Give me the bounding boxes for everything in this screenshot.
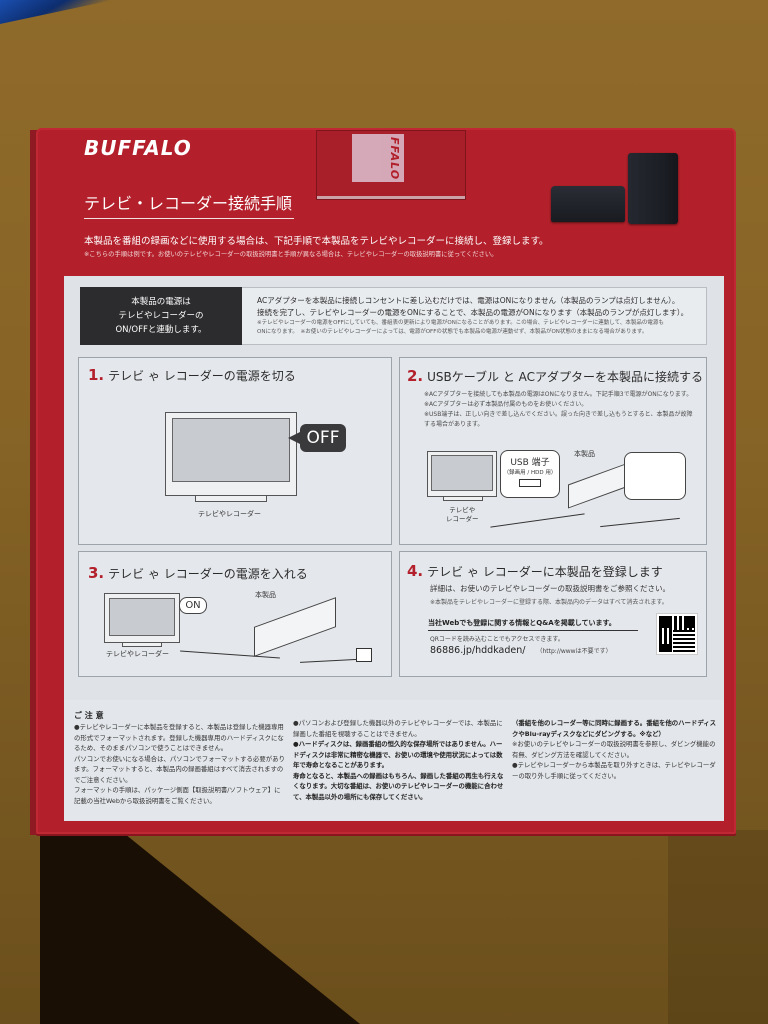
- step-title-text: テレビ ゃ レコーダーに本製品を登録します: [427, 565, 663, 579]
- usb-port-icon: [519, 479, 541, 487]
- power-info-text: ACアダプターを本製品に接続しコンセントに差し込むだけでは、電源はONになりませ…: [257, 295, 705, 337]
- caution-item: ※お使いのテレビやレコーダーの取扱説明書を参照し、ダビング機能の有無、ダビング方…: [512, 740, 716, 759]
- caution-column-2: ●パソコンおよび登録した機器以外のテレビやレコーダーでは、本製品に録画した番組を…: [293, 718, 505, 802]
- caution-heading: ご 注 意: [74, 711, 104, 720]
- step-number: 2.: [407, 367, 424, 385]
- step-note: ※ACアダプターは必ず本製品付属のものをお使いください。: [424, 401, 588, 408]
- step-2-title: 2.USBケーブル と ACアダプターを本製品に接続する: [407, 367, 703, 385]
- off-bubble: OFF: [300, 424, 346, 452]
- tv-caption-line: レコーダー: [446, 515, 479, 523]
- power-plug-icon: [356, 648, 372, 662]
- caution-item: フォーマットの手順は、パッケージ側面【取扱説明書/ソフトウェア】に記載の当社We…: [74, 786, 281, 805]
- web-info-heading: 当社Webでも登録に関する情報とQ&Aを掲載しています。: [428, 618, 638, 631]
- tv-stand: [443, 497, 483, 501]
- tv-stand: [122, 643, 162, 647]
- qr-note: QRコードを読み込むことでもアクセスできます。: [430, 636, 564, 643]
- product-label: 本製品: [574, 450, 595, 458]
- caution-item: ●テレビやレコーダーに本製品を登録すると、本製品は登録した機器専用の形式でフォー…: [74, 723, 284, 752]
- on-bubble: ON: [179, 597, 207, 614]
- connector-callout: [624, 452, 686, 500]
- bubble-pointer: [288, 432, 300, 444]
- caution-section: [64, 700, 724, 820]
- caution-item: パソコンでお使いになる場合は、パソコンでフォーマットする必要があります。フォーマ…: [74, 754, 285, 784]
- tv-caption: テレビやレコーダー: [198, 510, 261, 518]
- flap-tape: FFALO: [352, 134, 404, 182]
- qr-code-icon[interactable]: [656, 613, 698, 655]
- power-info-note: ONになります。 ※お使いのテレビやレコーダーによっては、電源がOFFの状態でも…: [257, 329, 648, 335]
- lead-note: ※こちらの手順は例です。お使いのテレビやレコーダーの取扱説明書と手順が異なる場合…: [84, 251, 498, 258]
- lead-text: 本製品を番組の録画などに使用する場合は、下記手順で本製品をテレビやレコーダーに接…: [84, 236, 549, 247]
- tv-screen: [431, 455, 493, 491]
- tv-stand: [195, 496, 267, 502]
- tv-caption: テレビやレコーダー: [106, 650, 169, 658]
- product-label: 本製品: [255, 591, 276, 599]
- background-shadow-right: [668, 830, 768, 1024]
- caution-item: （番組を他のレコーダー等に同時に録画する。番組を他のハードディスクやBlu-ra…: [512, 719, 717, 738]
- caution-column-1: ●テレビやレコーダーに本製品を登録すると、本製品は登録した機器専用の形式でフォー…: [74, 722, 286, 806]
- step-number: 3.: [88, 564, 105, 582]
- product-image-horizontal: [551, 186, 625, 222]
- step-4-note: ※本製品をテレビやレコーダーに登録する際、本製品内のデータはすべて消去されます。: [430, 599, 668, 606]
- step-3-title: 3.テレビ ゃ レコーダーの電源を入れる: [88, 564, 308, 582]
- power-info-line: 接続を完了し、テレビやレコーダーの電源をONにすることで、本製品の電源がONにな…: [257, 308, 689, 317]
- step-4-title: 4.テレビ ゃ レコーダーに本製品を登録します: [407, 562, 663, 580]
- support-url[interactable]: 86886.jp/hddkaden/: [430, 645, 526, 656]
- step-number: 1.: [88, 366, 105, 384]
- box-side-edge: [30, 130, 38, 835]
- tv-screen: [109, 598, 175, 636]
- usb-sublabel: （録画用 / HDD 用）: [503, 470, 557, 476]
- step-note: ※ACアダプターを接続しても本製品の電源はONになりません。下記手順3で電源がO…: [424, 391, 693, 398]
- page-title: テレビ・レコーダー接続手順: [84, 190, 294, 219]
- url-note: （http://wwwは不要です）: [536, 648, 612, 655]
- product-image-vertical: [628, 153, 678, 224]
- power-label-line: ON/OFFと連動します。: [115, 325, 207, 335]
- step-4-detail: 詳細は、お使いのテレビやレコーダーの取扱説明書をご参照ください。: [430, 584, 670, 593]
- step-title-text: テレビ ゃ レコーダーの電源を入れる: [108, 567, 308, 581]
- background-object: [0, 0, 110, 24]
- step-title-text: テレビ ゃ レコーダーの電源を切る: [108, 369, 296, 383]
- usb-port-callout: USB 端子 （録画用 / HDD 用）: [500, 450, 560, 498]
- caution-item: 寿命となると、本製品への録画はもちろん、録画した番組の再生も行えなくなります。大…: [293, 771, 504, 801]
- step-4-card: [399, 551, 707, 677]
- step-number: 4.: [407, 562, 424, 580]
- power-info-line: ACアダプターを本製品に接続しコンセントに差し込むだけでは、電源はONになりませ…: [257, 296, 680, 305]
- step-2-notes: ※ACアダプターを接続しても本製品の電源はONになりません。下記手順3で電源がO…: [424, 390, 694, 430]
- power-label-line: テレビやレコーダーの: [118, 311, 204, 321]
- caution-item: ●パソコンおよび登録した機器以外のテレビやレコーダーでは、本製品に録画した番組を…: [293, 719, 503, 738]
- caution-column-3: （番組を他のレコーダー等に同時に録画する。番組を他のハードディスクやBlu-ra…: [512, 718, 717, 781]
- tv-caption-line: テレビや: [449, 506, 476, 514]
- step-title-text: USBケーブル と ACアダプターを本製品に接続する: [427, 370, 704, 384]
- tv-caption: テレビや レコーダー: [446, 506, 479, 524]
- tv-screen: [172, 418, 290, 482]
- background-shadow: [40, 830, 360, 1024]
- caution-item: ●ハードディスクは、録画番組の恒久的な保存場所ではありません。ハードディスクは非…: [293, 740, 503, 769]
- step-note: ※USB端子は、正しい向きで差し込んでください。誤った向きで差し込もうとすると、…: [424, 411, 693, 428]
- power-info-note: ※テレビやレコーダーの電源をOFFにしていても、番組表の更新により電源がONにな…: [257, 320, 664, 326]
- power-info-label: 本製品の電源は テレビやレコーダーの ON/OFFと連動します。: [80, 287, 242, 345]
- usb-label: USB 端子: [510, 458, 550, 468]
- power-label-line: 本製品の電源は: [131, 297, 191, 307]
- brand-logo: BUFFALO: [84, 136, 192, 160]
- support-url-row: 86886.jp/hddkaden/ （http://wwwは不要です）: [430, 645, 612, 656]
- step-1-title: 1.テレビ ゃ レコーダーの電源を切る: [88, 366, 296, 384]
- caution-item: ●テレビやレコーダーから本製品を取り外すときは、テレビやレコーダーの取り外し手順…: [512, 761, 716, 780]
